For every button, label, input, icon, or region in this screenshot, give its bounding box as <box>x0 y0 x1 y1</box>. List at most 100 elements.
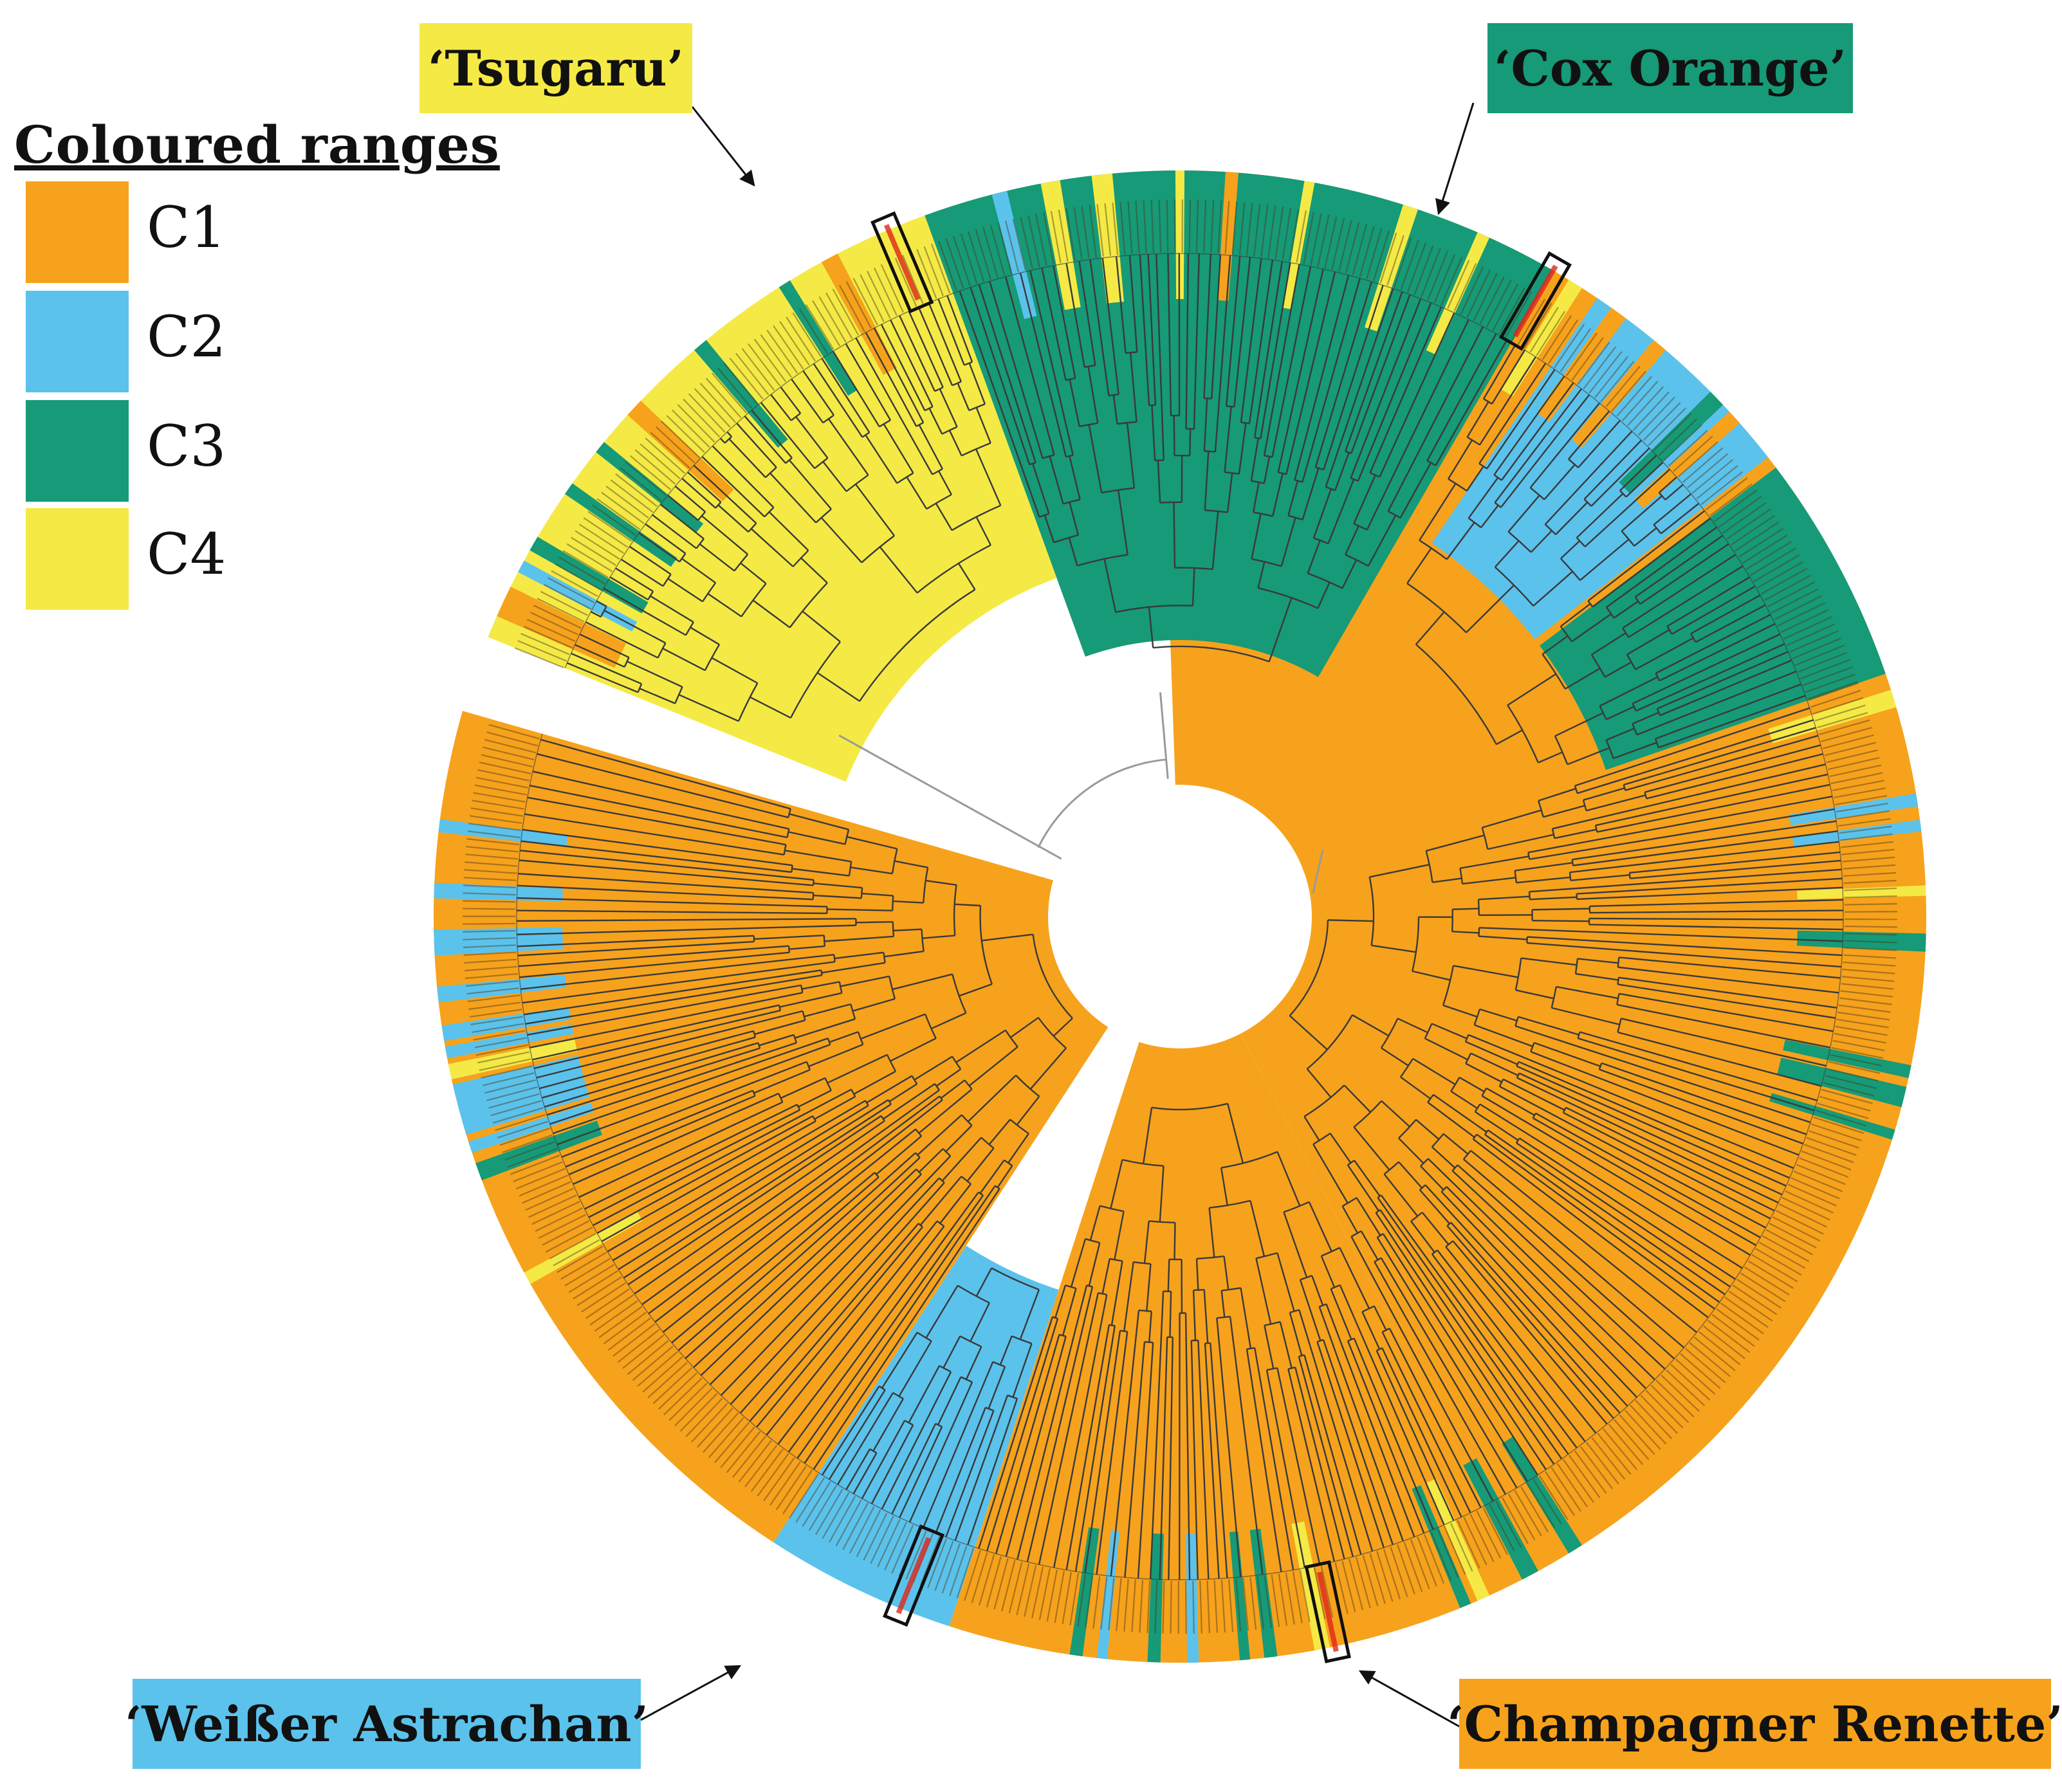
leaf-label <box>1824 742 1876 756</box>
internal-branch <box>1272 473 1284 517</box>
terminal-branch <box>1469 1199 1655 1380</box>
internal-branch <box>849 1389 886 1448</box>
terminal-branch <box>845 343 878 397</box>
internal-branch <box>1068 537 1078 566</box>
terminal-branch <box>1628 468 1671 507</box>
internal-branch <box>1289 1312 1303 1356</box>
leaf-label <box>1744 1266 1790 1296</box>
leaf-label <box>757 1453 789 1497</box>
leaf-label <box>1170 1580 1172 1634</box>
internal-branch <box>1306 1068 1332 1098</box>
internal-branch <box>1276 1367 1284 1395</box>
internal-branch <box>1452 930 1479 934</box>
terminal-branch <box>1497 344 1516 376</box>
terminal-branch <box>720 1175 933 1396</box>
internal-arc <box>1077 554 1128 567</box>
internal-branch <box>742 429 777 468</box>
leaf-label <box>832 288 860 336</box>
leaf-label <box>573 1270 618 1300</box>
root-branch-c1 <box>1312 850 1324 893</box>
leaf-label <box>629 455 672 491</box>
terminal-branch <box>1646 518 1711 567</box>
internal-branch <box>917 1114 962 1156</box>
leaf-label <box>549 1232 596 1259</box>
internal-arc <box>859 589 976 702</box>
internal-branch <box>1555 502 1588 535</box>
terminal-branch <box>1657 989 1836 1019</box>
leaf-label <box>1842 969 1895 974</box>
internal-branch <box>1658 480 1673 493</box>
leaf-label <box>1542 315 1572 360</box>
internal-branch <box>1190 1340 1193 1377</box>
leaf-label <box>1597 1432 1632 1475</box>
internal-arc <box>1153 645 1270 663</box>
terminal-branch <box>517 897 767 906</box>
internal-branch <box>1426 417 1452 461</box>
leaf-label <box>1643 402 1681 441</box>
terminal-branch <box>1195 253 1201 374</box>
leaf-label <box>1533 1479 1562 1524</box>
terminal-branch <box>596 600 603 605</box>
terminal-branch <box>970 287 1017 425</box>
legend-label-c4: C4 <box>147 521 226 587</box>
terminal-branch <box>709 1216 879 1385</box>
leaf-label <box>467 830 520 839</box>
internal-branch <box>1420 1166 1444 1191</box>
leaf-label <box>697 1407 733 1448</box>
terminal-branch <box>1644 461 1664 480</box>
legend-item-c4: C4 <box>26 508 296 611</box>
leaf-label <box>1840 833 1893 841</box>
internal-branch <box>1379 1209 1398 1235</box>
terminal-branch <box>575 644 582 648</box>
leaf-label <box>1841 841 1894 848</box>
internal-branch <box>1051 315 1067 381</box>
terminal-branch <box>517 944 704 956</box>
highlight-label-mark <box>1513 264 1558 338</box>
terminal-branch <box>1299 271 1336 417</box>
leaf-label <box>484 738 537 754</box>
leaf-label <box>1146 1580 1151 1633</box>
internal-branch <box>1109 1326 1116 1360</box>
leaf-label <box>993 1558 1009 1610</box>
internal-branch <box>1388 1328 1409 1366</box>
internal-branch <box>750 528 794 567</box>
internal-branch <box>1173 416 1175 456</box>
terminal-branch <box>641 1120 898 1306</box>
leaf-label <box>545 1227 593 1253</box>
terminal-branch <box>1591 1126 1771 1220</box>
leaf-label <box>1112 202 1119 255</box>
leaf-label <box>1355 1557 1371 1609</box>
internal-branch <box>1146 1263 1152 1312</box>
leaf-label <box>1081 206 1090 259</box>
terminal-branch <box>946 295 957 320</box>
terminal-branch <box>571 652 598 666</box>
internal-arc <box>812 879 815 886</box>
terminal-branch <box>1698 753 1823 787</box>
internal-branch <box>715 843 784 855</box>
legend-label-c2: C2 <box>147 304 226 370</box>
leaf-label <box>1195 199 1199 253</box>
leaf-label <box>558 556 605 585</box>
internal-arc <box>820 970 823 976</box>
leaf-label <box>1352 224 1368 275</box>
terminal-branch <box>1566 868 1842 890</box>
leaf-label <box>1792 637 1842 660</box>
leaf-label <box>1390 1546 1408 1597</box>
internal-branch <box>1252 482 1260 513</box>
internal-branch <box>1367 515 1397 567</box>
internal-arc <box>786 828 790 838</box>
leaf-label <box>1073 207 1083 260</box>
internal-branch <box>1069 502 1080 536</box>
internal-branch <box>1255 1258 1272 1324</box>
internal-branch <box>1410 1220 1435 1253</box>
leaf-label <box>1341 1560 1356 1613</box>
internal-branch <box>1220 1167 1228 1206</box>
leaf-label <box>663 1377 703 1416</box>
terminal-branch <box>1217 255 1231 408</box>
legend-item-c1: C1 <box>26 181 296 284</box>
internal-arc <box>1571 859 1574 866</box>
terminal-branch <box>693 464 724 493</box>
internal-branch <box>1294 413 1313 480</box>
internal-branch <box>699 543 735 572</box>
leaf-label <box>1616 376 1653 417</box>
